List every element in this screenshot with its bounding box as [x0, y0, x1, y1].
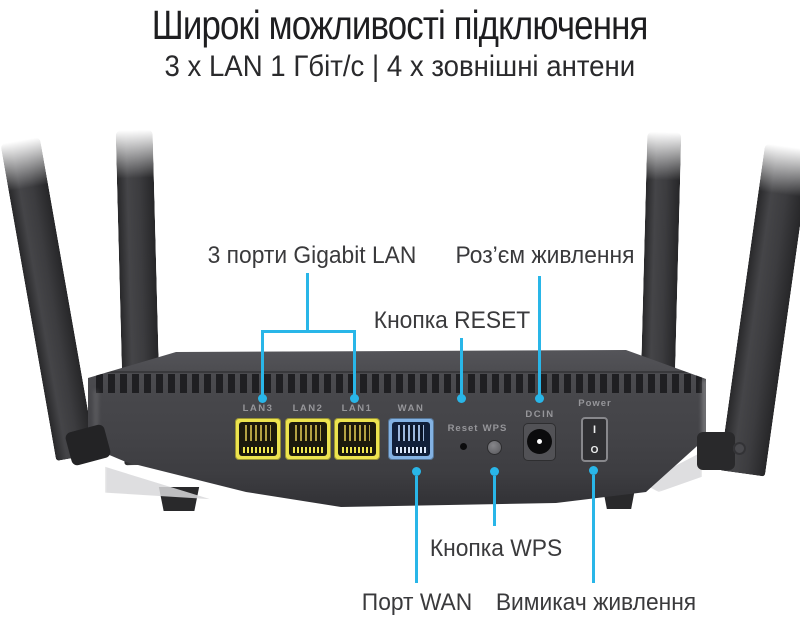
reset-label: Reset	[447, 423, 479, 434]
wan-callout-label: Порт WAN	[361, 589, 473, 616]
lan2-port-label: LAN2	[292, 403, 324, 414]
page-title-text: Широкі можливості підключення	[152, 2, 649, 48]
wan-callout-dot	[412, 467, 421, 476]
wps-button	[487, 440, 502, 455]
wan-callout-line	[415, 476, 418, 583]
dcin-pin	[537, 439, 542, 444]
antenna-screw	[733, 442, 746, 455]
dcin-jack	[523, 423, 556, 461]
wan-port-label: WAN	[397, 403, 425, 414]
router-back-panel: LAN3 LAN2 LAN1 WAN Reset WPS DCIN	[88, 350, 706, 507]
reset-callout-label: Кнопка RESET	[373, 307, 531, 334]
wps-callout-line	[493, 476, 496, 526]
lan2-port	[285, 418, 331, 460]
antenna-outer-right	[719, 143, 800, 477]
lan3-callout-dot	[258, 394, 267, 403]
wps-label: WPS	[482, 423, 508, 434]
power-switch-callout-line	[592, 475, 595, 583]
wan-port	[388, 418, 434, 460]
power-jack-callout-dot	[535, 394, 544, 403]
lan1-port-label: LAN1	[341, 403, 373, 414]
dcin-label: DCIN	[525, 409, 555, 420]
antenna-outer-left	[0, 136, 96, 462]
wps-callout-label: Кнопка WPS	[429, 535, 563, 562]
power-jack-callout-line	[538, 276, 541, 395]
lan1-port	[334, 418, 380, 460]
lan1-callout-dot	[350, 394, 359, 403]
reset-callout-line	[460, 338, 463, 395]
power-switch-callout-label: Вимикач живлення	[495, 589, 697, 616]
lan-callout-drop-right	[353, 330, 356, 396]
power-switch: I O	[581, 417, 608, 462]
wps-callout-dot	[490, 467, 499, 476]
switch-off-mark: O	[590, 445, 599, 456]
power-jack-callout-label: Роз’єм живлення	[455, 242, 635, 269]
lan3-port-label: LAN3	[242, 403, 274, 414]
page-title: Широкі можливості підключення	[0, 2, 800, 49]
antenna-hinge-right	[697, 432, 735, 470]
lan3-jack	[239, 422, 277, 456]
page-subtitle: 3 x LAN 1 Гбіт/с | 4 x зовнішні антени	[0, 50, 800, 84]
reset-callout-dot	[457, 394, 466, 403]
lan-callout-stem	[306, 273, 309, 332]
vent-slots	[96, 374, 702, 393]
edge-highlight-right	[702, 380, 706, 442]
wan-jack	[392, 422, 430, 456]
lan-callout-drop-left	[261, 330, 264, 396]
top-seam	[88, 371, 706, 373]
lan3-port	[235, 418, 281, 460]
power-switch-callout-dot	[589, 466, 598, 475]
power-label: Power	[578, 398, 612, 409]
page-subtitle-text: 3 x LAN 1 Гбіт/с | 4 x зовнішні антени	[164, 50, 636, 83]
lan1-jack	[338, 422, 376, 456]
lan-callout-label: 3 порти Gigabit LAN	[207, 242, 417, 269]
lan2-jack	[289, 422, 327, 456]
switch-on-mark: I	[592, 424, 597, 436]
lan-callout-bracket	[261, 330, 356, 333]
reset-pinhole	[460, 443, 467, 450]
